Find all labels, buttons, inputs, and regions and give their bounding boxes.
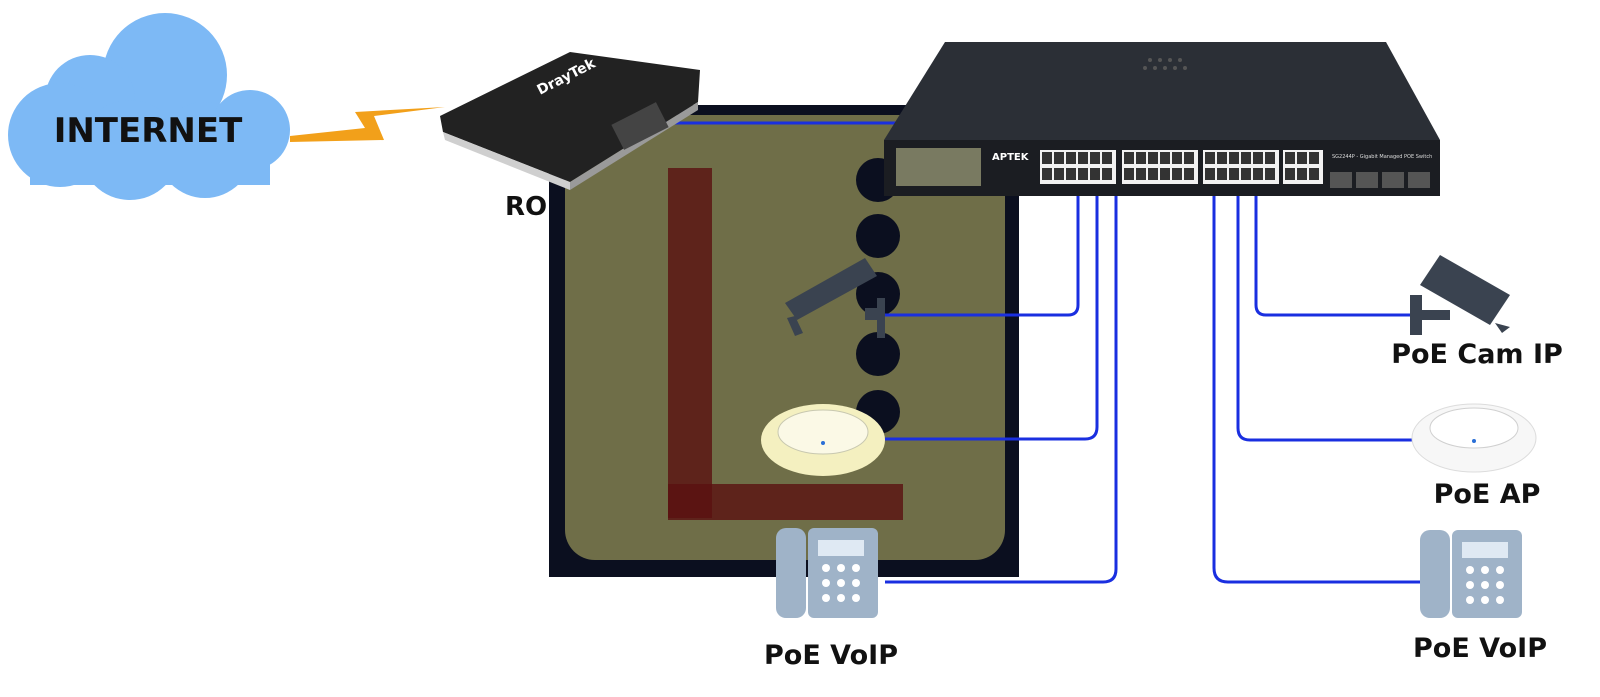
switch-port — [1136, 152, 1146, 164]
switch-port — [1124, 152, 1134, 164]
switch-port — [1102, 168, 1112, 180]
access-point-icon — [1411, 403, 1537, 473]
cam-right-label: PoE Cam IP — [1391, 339, 1563, 370]
switch-port — [1124, 168, 1134, 180]
camera-icon — [1410, 255, 1510, 335]
switch-port — [1253, 168, 1263, 180]
switch-port — [1184, 152, 1194, 164]
cable-voip-right — [1212, 195, 1420, 584]
switch-port — [1160, 152, 1170, 164]
router-icon: DrayTek — [440, 52, 700, 190]
switch-brand: APTEK — [992, 152, 1030, 163]
switch-port — [1042, 152, 1052, 164]
switch-port — [1066, 168, 1076, 180]
switch-port — [1309, 152, 1319, 164]
switch-port — [1160, 168, 1170, 180]
switch-port — [1148, 168, 1158, 180]
switch-port — [1205, 152, 1215, 164]
switch-port — [1172, 168, 1182, 180]
switch-port — [1297, 152, 1307, 164]
switch-port — [1241, 152, 1251, 164]
switch-port — [1042, 168, 1052, 180]
network-cables — [663, 121, 1420, 584]
switch-port — [1229, 168, 1239, 180]
voip-left-label: PoE VoIP — [764, 640, 898, 671]
access-point-icon — [761, 404, 885, 476]
switch-port — [1148, 152, 1158, 164]
ap-right-label: PoE AP — [1434, 479, 1541, 510]
switch-port — [1253, 152, 1263, 164]
phone-icon — [776, 528, 878, 618]
switch-model: SG2244P - Gigabit Managed POE Switch — [1332, 154, 1432, 160]
switch-port — [1172, 152, 1182, 164]
cloud-icon — [8, 13, 290, 200]
switch-port — [1184, 168, 1194, 180]
switch-icon: APTEK SG2244P - Gigabit Managed POE Swit… — [884, 42, 1440, 196]
switch-port — [1309, 168, 1319, 180]
switch-port — [1054, 152, 1064, 164]
lightning-bolt-icon — [290, 107, 445, 142]
switch-port — [1066, 152, 1076, 164]
cable-ap-right — [1236, 195, 1415, 442]
switch-port — [1078, 168, 1088, 180]
switch-port — [1285, 168, 1295, 180]
cloud-label: INTERNET — [54, 111, 243, 151]
switch-port — [1090, 152, 1100, 164]
cable-voip-left — [885, 195, 1118, 584]
switch-port — [1136, 168, 1146, 180]
switch-port — [1102, 152, 1112, 164]
voip-right-label: PoE VoIP — [1413, 633, 1547, 664]
camera-icon — [785, 258, 885, 338]
cable-cam-right — [1254, 195, 1415, 317]
cable-cam-left — [885, 195, 1080, 317]
switch-port — [1205, 168, 1215, 180]
switch-port — [1285, 152, 1295, 164]
cable-ap-left — [885, 195, 1099, 441]
switch-port — [1217, 152, 1227, 164]
switch-port — [1241, 168, 1251, 180]
switch-port — [1229, 152, 1239, 164]
router-label: RO — [505, 192, 547, 222]
switch-port — [1265, 168, 1275, 180]
switch-port — [1054, 168, 1064, 180]
switch-port — [1265, 152, 1275, 164]
switch-port — [1078, 152, 1088, 164]
switch-port — [1090, 168, 1100, 180]
switch-port — [1217, 168, 1227, 180]
phone-icon — [1420, 530, 1522, 618]
switch-port — [1297, 168, 1307, 180]
